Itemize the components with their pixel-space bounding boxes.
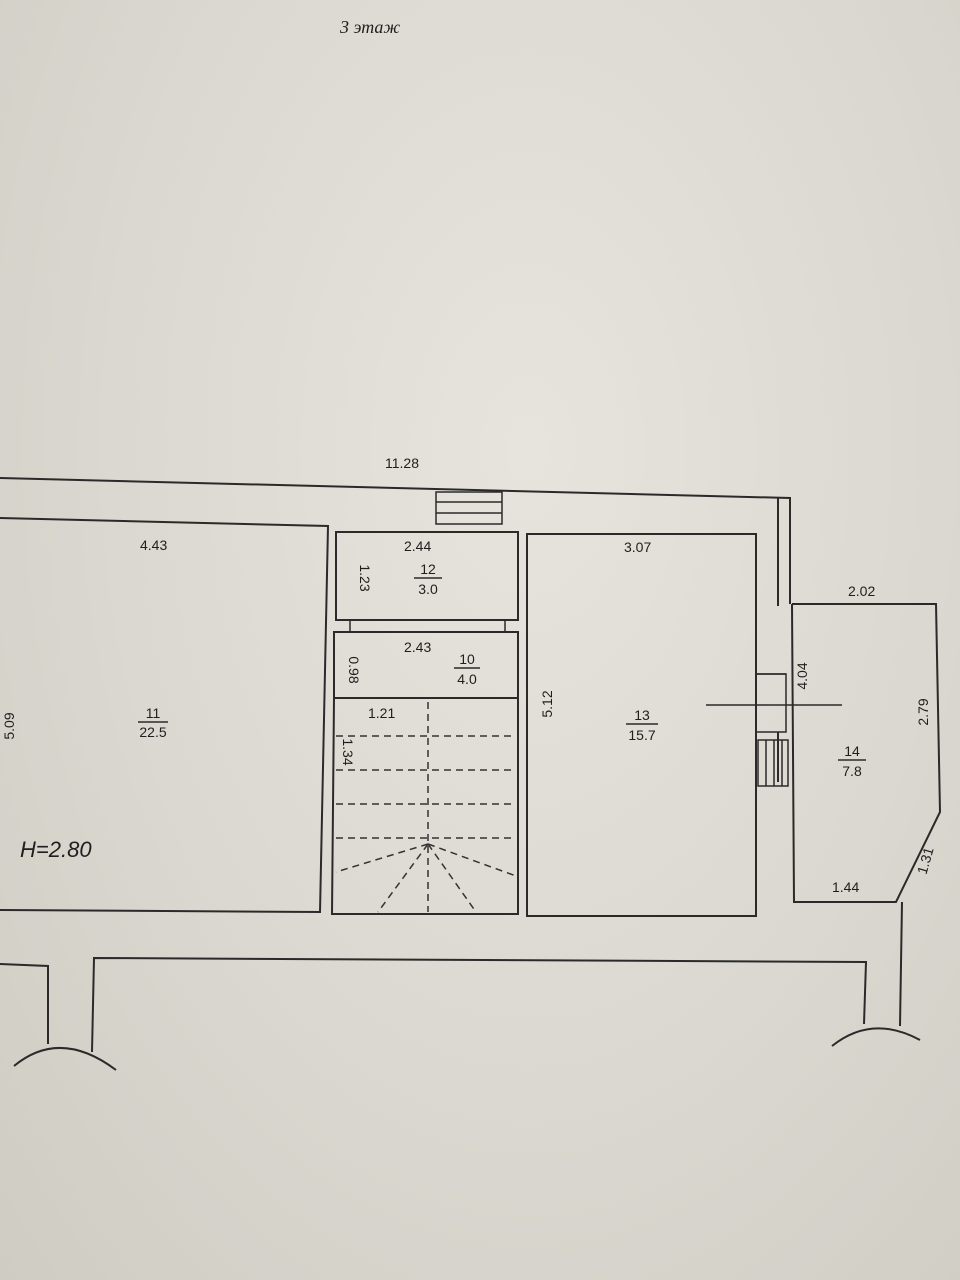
room-14-chamfer: 1.31: [914, 845, 937, 876]
room-14-depth: 4.04: [794, 662, 810, 689]
room-14: 2.02 4.04 2.79 1.44 1.31 14 7.8: [791, 583, 942, 903]
room-12-number: 12: [420, 561, 436, 577]
room-10-area: 4.0: [457, 671, 477, 687]
room-11: 4.43 5.09 11 22.5 H=2.80: [0, 517, 330, 914]
stair-width: 1.21: [368, 705, 395, 721]
room-10-depth: 0.98: [346, 656, 362, 683]
room-13-depth: 5.12: [539, 690, 555, 717]
room-11-number: 11: [146, 705, 161, 721]
stair-depth: 1.34: [340, 738, 356, 765]
vent-right: [757, 739, 789, 787]
room-13-number: 13: [634, 707, 650, 723]
room-10: 2.43 0.98 10 4.0: [333, 631, 519, 699]
room-12-depth: 1.23: [357, 564, 373, 591]
room-10-number: 10: [459, 651, 475, 667]
room-12: 2.44 1.23 12 3.0: [335, 531, 519, 621]
outer-wall-top: [0, 477, 791, 604]
staircase: 1.21 1.34: [330, 697, 519, 915]
room-14-width: 2.02: [848, 583, 875, 599]
room-11-area: 22.5: [139, 724, 166, 740]
lower-gallery: [0, 901, 921, 1071]
room-11-depth: 5.09: [1, 712, 17, 739]
room-11-width: 4.43: [140, 537, 167, 553]
room-14-bottom: 1.44: [832, 879, 859, 895]
room-13-area: 15.7: [628, 727, 655, 743]
room-12-area: 3.0: [418, 581, 438, 597]
overall-width-label: 11.28: [385, 455, 419, 471]
room-10-width: 2.43: [404, 639, 431, 655]
vent-top: [435, 491, 503, 525]
floor-title: 3 этаж: [339, 17, 400, 37]
room-14-number: 14: [844, 743, 860, 759]
room-13-width: 3.07: [624, 539, 651, 555]
room-14-side: 2.79: [915, 698, 931, 725]
room-14-area: 7.8: [842, 763, 862, 779]
ceiling-height-label: H=2.80: [20, 837, 92, 862]
wall-niche: [755, 673, 787, 733]
room-13: 3.07 5.12 13 15.7: [526, 533, 842, 917]
room-12-width: 2.44: [404, 538, 431, 554]
